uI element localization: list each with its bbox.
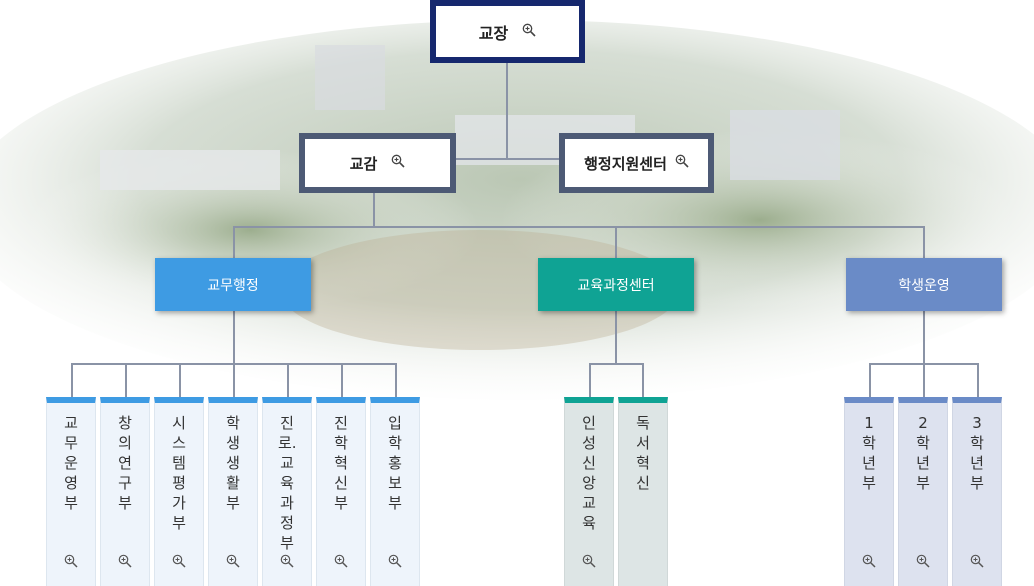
team-column[interactable]: 1학년부 [844, 397, 894, 586]
team-column[interactable]: 입학홍보부 [370, 397, 420, 586]
connector-line [615, 226, 617, 258]
team-label: 인성신앙교육 [582, 414, 596, 532]
zoom-in-icon[interactable] [172, 553, 186, 572]
zoom-in-icon[interactable] [388, 553, 402, 572]
team-column[interactable]: 학생생활부 [208, 397, 258, 586]
zoom-in-icon[interactable] [64, 553, 78, 572]
connector-line [589, 363, 644, 365]
department-student-affairs[interactable]: 학생운영 [846, 258, 1002, 311]
team-label: 1학년부 [862, 414, 876, 492]
connector-line [923, 226, 925, 258]
vice-principal-box[interactable]: 교감 [299, 133, 456, 193]
connector-line [233, 311, 235, 364]
zoom-in-icon[interactable] [675, 154, 689, 172]
team-column[interactable]: 창의연구부 [100, 397, 150, 586]
zoom-in-icon[interactable] [280, 553, 294, 572]
connector-line [395, 363, 397, 398]
department-curriculum-center[interactable]: 교육과정센터 [538, 258, 694, 311]
department-label: 학생운영 [898, 277, 950, 294]
connector-line [233, 363, 235, 398]
connector-line [455, 158, 561, 160]
connector-line [977, 363, 979, 398]
admin-center-label: 행정지원센터 [584, 154, 667, 173]
zoom-in-icon[interactable] [334, 553, 348, 572]
team-label: 입학홍보부 [388, 414, 402, 512]
connector-line [923, 363, 925, 398]
zoom-in-icon[interactable] [391, 154, 405, 172]
zoom-in-icon[interactable] [582, 553, 596, 572]
zoom-in-icon[interactable] [226, 553, 240, 572]
connector-line [869, 363, 871, 398]
connector-line [233, 226, 924, 228]
connector-line [373, 193, 375, 227]
connector-line [341, 363, 343, 398]
principal-label: 교장 [478, 23, 509, 43]
zoom-in-icon[interactable] [522, 22, 536, 41]
team-label: 시스템평가부 [172, 414, 186, 532]
connector-line [233, 226, 235, 258]
team-column[interactable]: 교무운영부 [46, 397, 96, 586]
department-label: 교육과정센터 [577, 277, 655, 294]
team-column[interactable]: 진학혁신부 [316, 397, 366, 586]
team-column[interactable]: 3학년부 [952, 397, 1002, 586]
team-column[interactable]: 2학년부 [898, 397, 948, 586]
team-label: 교무운영부 [64, 414, 78, 512]
connector-line [589, 363, 591, 398]
department-label: 교무행정 [207, 277, 259, 294]
connector-line [179, 363, 181, 398]
team-column[interactable]: 인성신앙교육 [564, 397, 614, 586]
zoom-in-icon[interactable] [862, 553, 876, 572]
zoom-in-icon[interactable] [970, 553, 984, 572]
connector-line [71, 363, 73, 398]
department-academic-admin[interactable]: 교무행정 [155, 258, 311, 311]
team-column[interactable]: 독서혁신 [618, 397, 668, 586]
zoom-in-icon[interactable] [916, 553, 930, 572]
vice-principal-label: 교감 [349, 154, 378, 173]
team-column[interactable]: 진로.교육과정부 [262, 397, 312, 586]
connector-line [287, 363, 289, 398]
team-label: 3학년부 [970, 414, 984, 492]
team-label: 진학혁신부 [334, 414, 348, 512]
connector-line [923, 311, 925, 364]
principal-box[interactable]: 교장 [430, 0, 585, 63]
connector-line [506, 63, 508, 159]
connector-line [615, 311, 617, 364]
team-label: 학생생활부 [226, 414, 240, 512]
team-label: 독서혁신 [636, 414, 650, 492]
team-label: 창의연구부 [118, 414, 132, 512]
connector-line [125, 363, 127, 398]
admin-center-box[interactable]: 행정지원센터 [559, 133, 714, 193]
team-label: 2학년부 [916, 414, 930, 492]
team-label: 진로.교육과정부 [278, 414, 297, 552]
zoom-in-icon[interactable] [118, 553, 132, 572]
team-column[interactable]: 시스템평가부 [154, 397, 204, 586]
connector-line [642, 363, 644, 398]
